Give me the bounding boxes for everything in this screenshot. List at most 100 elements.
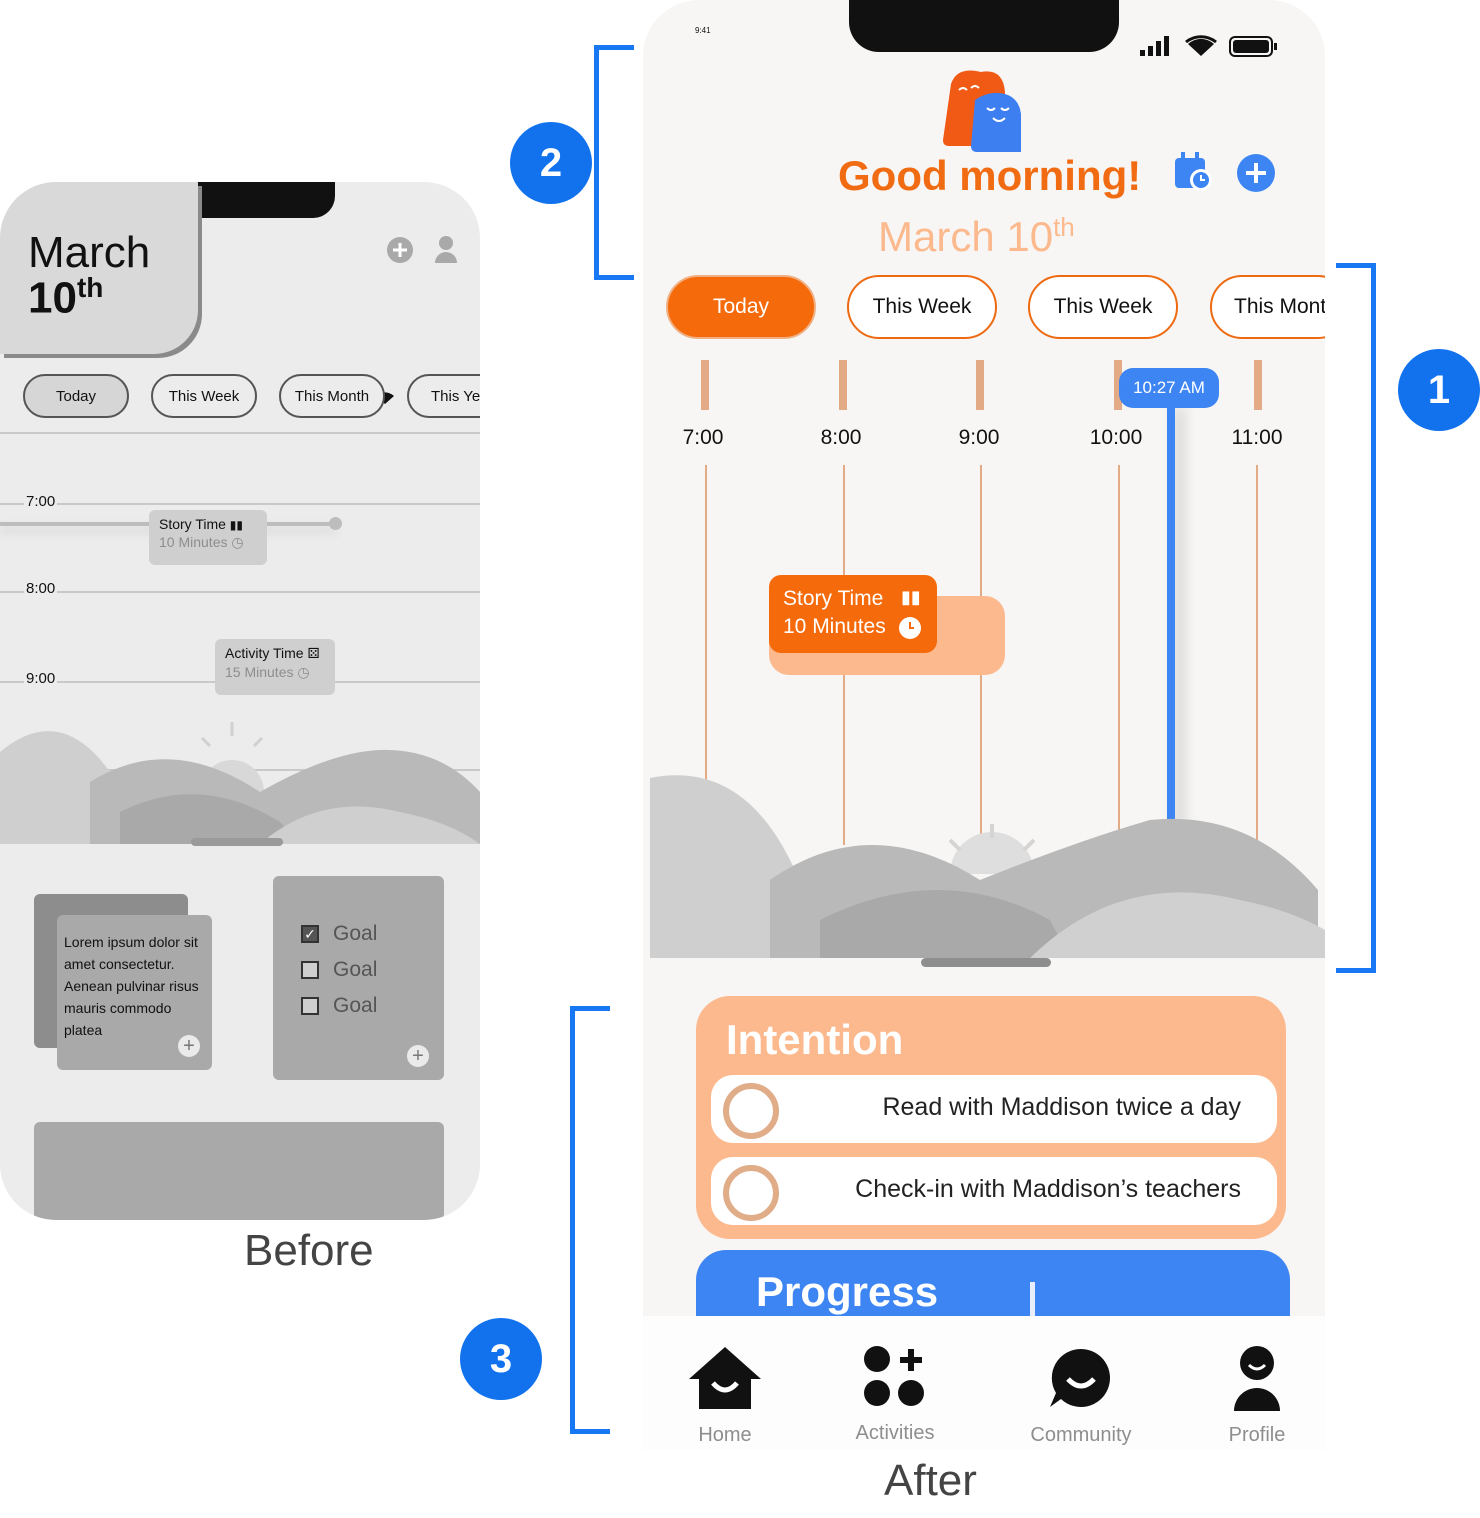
hour-line	[1256, 465, 1258, 845]
hour-line	[705, 465, 707, 845]
hour-tick	[1114, 360, 1122, 410]
app-logo	[943, 70, 1021, 152]
filter-today[interactable]: Today	[23, 374, 129, 418]
greeting-title: Good morning!	[838, 152, 1142, 199]
checkbox-checked[interactable]: ✓	[301, 925, 319, 943]
landscape-illustration	[0, 722, 480, 844]
nav-profile[interactable]: Profile	[1187, 1345, 1325, 1447]
annotation-badge-1: 1	[1398, 349, 1480, 431]
home-icon	[689, 1347, 761, 1409]
goals-card: ✓ Goal Goal Goal +	[273, 876, 444, 1080]
current-time-badge: 10:27 AM	[1119, 368, 1219, 408]
hour-tick	[1254, 360, 1262, 410]
intention-text: Read with Maddison twice a day	[882, 1093, 1241, 1121]
nav-label: Profile	[1228, 1424, 1286, 1446]
hour-tick	[976, 360, 984, 410]
event-title: Story Time	[783, 587, 884, 610]
checkbox-ring[interactable]	[723, 1165, 779, 1221]
time-label: 9:00	[958, 426, 1000, 449]
progress-divider	[1030, 1282, 1035, 1332]
nav-label: Community	[1030, 1424, 1132, 1446]
add-goal-icon[interactable]: +	[407, 1045, 429, 1067]
intention-text: Check-in with Maddison’s teachers	[855, 1175, 1241, 1203]
goal-label: Goal	[333, 958, 378, 981]
current-time-line	[1167, 400, 1175, 830]
checkbox-ring[interactable]	[723, 1083, 779, 1139]
goal-item[interactable]: Goal	[301, 958, 377, 982]
profile-icon[interactable]	[434, 234, 458, 269]
clock-icon: ◷	[231, 534, 244, 550]
time-label: 8:00	[820, 426, 862, 449]
filter-this-week[interactable]: This Week	[151, 374, 257, 418]
event-title: Activity Time	[225, 645, 304, 661]
event-story-time[interactable]: Story Time ▮▮ 10 Minutes	[769, 575, 937, 653]
nav-activities[interactable]: Activities	[825, 1345, 965, 1445]
event-title: Story Time	[159, 516, 226, 532]
intention-item[interactable]: Read with Maddison twice a day	[711, 1075, 1277, 1143]
event-duration: 10 Minutes	[783, 615, 886, 638]
nav-label: Home	[698, 1424, 752, 1446]
intention-card: Intention Read with Maddison twice a day…	[696, 996, 1286, 1239]
annotation-badge-3: 3	[460, 1318, 542, 1400]
note-card[interactable]: Lorem ipsum dolor sit amet consectetur. …	[57, 915, 212, 1070]
goal-label: Goal	[333, 994, 378, 1017]
time-label: 7:00	[682, 426, 724, 449]
status-bar-icons	[1140, 35, 1277, 57]
nav-label: Activities	[855, 1422, 935, 1444]
goal-label: Goal	[333, 922, 378, 945]
event-story-time[interactable]: Story Time ▮▮ 10 Minutes ◷	[149, 510, 267, 565]
book-icon: ▮▮	[901, 587, 921, 607]
clock-icon: ◷	[297, 664, 310, 680]
dice-icon: ⚄	[307, 645, 320, 661]
divider	[0, 432, 480, 434]
hour-tick	[839, 360, 847, 410]
filter-today[interactable]: Today	[666, 275, 816, 339]
filter-this-week-2[interactable]: This Week	[1028, 275, 1178, 339]
checkbox[interactable]	[301, 961, 319, 979]
hour-line	[1118, 465, 1120, 845]
filter-this-month[interactable]: This Month	[279, 374, 385, 418]
time-label: 11:00	[1231, 426, 1283, 449]
intention-title: Intention	[726, 1016, 904, 1063]
status-time: 9:41	[695, 26, 711, 35]
event-duration: 10 Minutes	[159, 534, 228, 550]
goal-item[interactable]: Goal	[301, 994, 377, 1018]
community-icon	[1050, 1348, 1110, 1407]
time-label: 7:00	[24, 493, 58, 510]
hour-line	[0, 591, 480, 593]
progress-title: Progress	[756, 1268, 939, 1315]
date-month: March	[28, 228, 151, 277]
activities-icon	[864, 1346, 924, 1406]
goal-item[interactable]: ✓ Goal	[301, 922, 377, 946]
filter-this-month[interactable]: This Mont	[1210, 275, 1325, 339]
date-subtitle: March 10th	[878, 212, 1075, 260]
time-label: 9:00	[24, 670, 58, 687]
time-label: 8:00	[24, 580, 58, 597]
add-icon[interactable]	[386, 236, 414, 269]
add-note-icon[interactable]: +	[178, 1035, 200, 1057]
calendar-clock-icon[interactable]	[1173, 152, 1213, 197]
nav-home[interactable]: Home	[655, 1345, 795, 1447]
event-activity-time[interactable]: Activity Time ⚄ 15 Minutes ◷	[215, 639, 335, 695]
annotation-bracket-3	[570, 1006, 610, 1434]
before-caption: Before	[244, 1226, 374, 1275]
intention-item[interactable]: Check-in with Maddison’s teachers	[711, 1157, 1277, 1225]
filter-this-year[interactable]: This Yea	[407, 374, 480, 418]
current-time-dot	[329, 517, 342, 530]
before-phone-screen: March 10th Today This Week This Month Th…	[0, 182, 480, 1220]
placeholder-card	[34, 1122, 444, 1220]
sheet-handle[interactable]	[921, 958, 1051, 967]
date-card	[0, 182, 198, 354]
nav-community[interactable]: Community	[1011, 1345, 1151, 1447]
hour-line	[0, 503, 480, 505]
filter-this-week[interactable]: This Week	[847, 275, 997, 339]
checkbox[interactable]	[301, 997, 319, 1015]
clock-icon	[899, 617, 921, 639]
phone-notch	[849, 0, 1119, 52]
landscape-illustration	[650, 775, 1325, 958]
note-text: Lorem ipsum dolor sit amet consectetur. …	[64, 934, 199, 1038]
date-day: 10th	[28, 272, 104, 323]
time-label: 10:00	[1089, 426, 1143, 449]
sheet-handle[interactable]	[191, 838, 283, 846]
add-icon[interactable]	[1237, 154, 1275, 197]
